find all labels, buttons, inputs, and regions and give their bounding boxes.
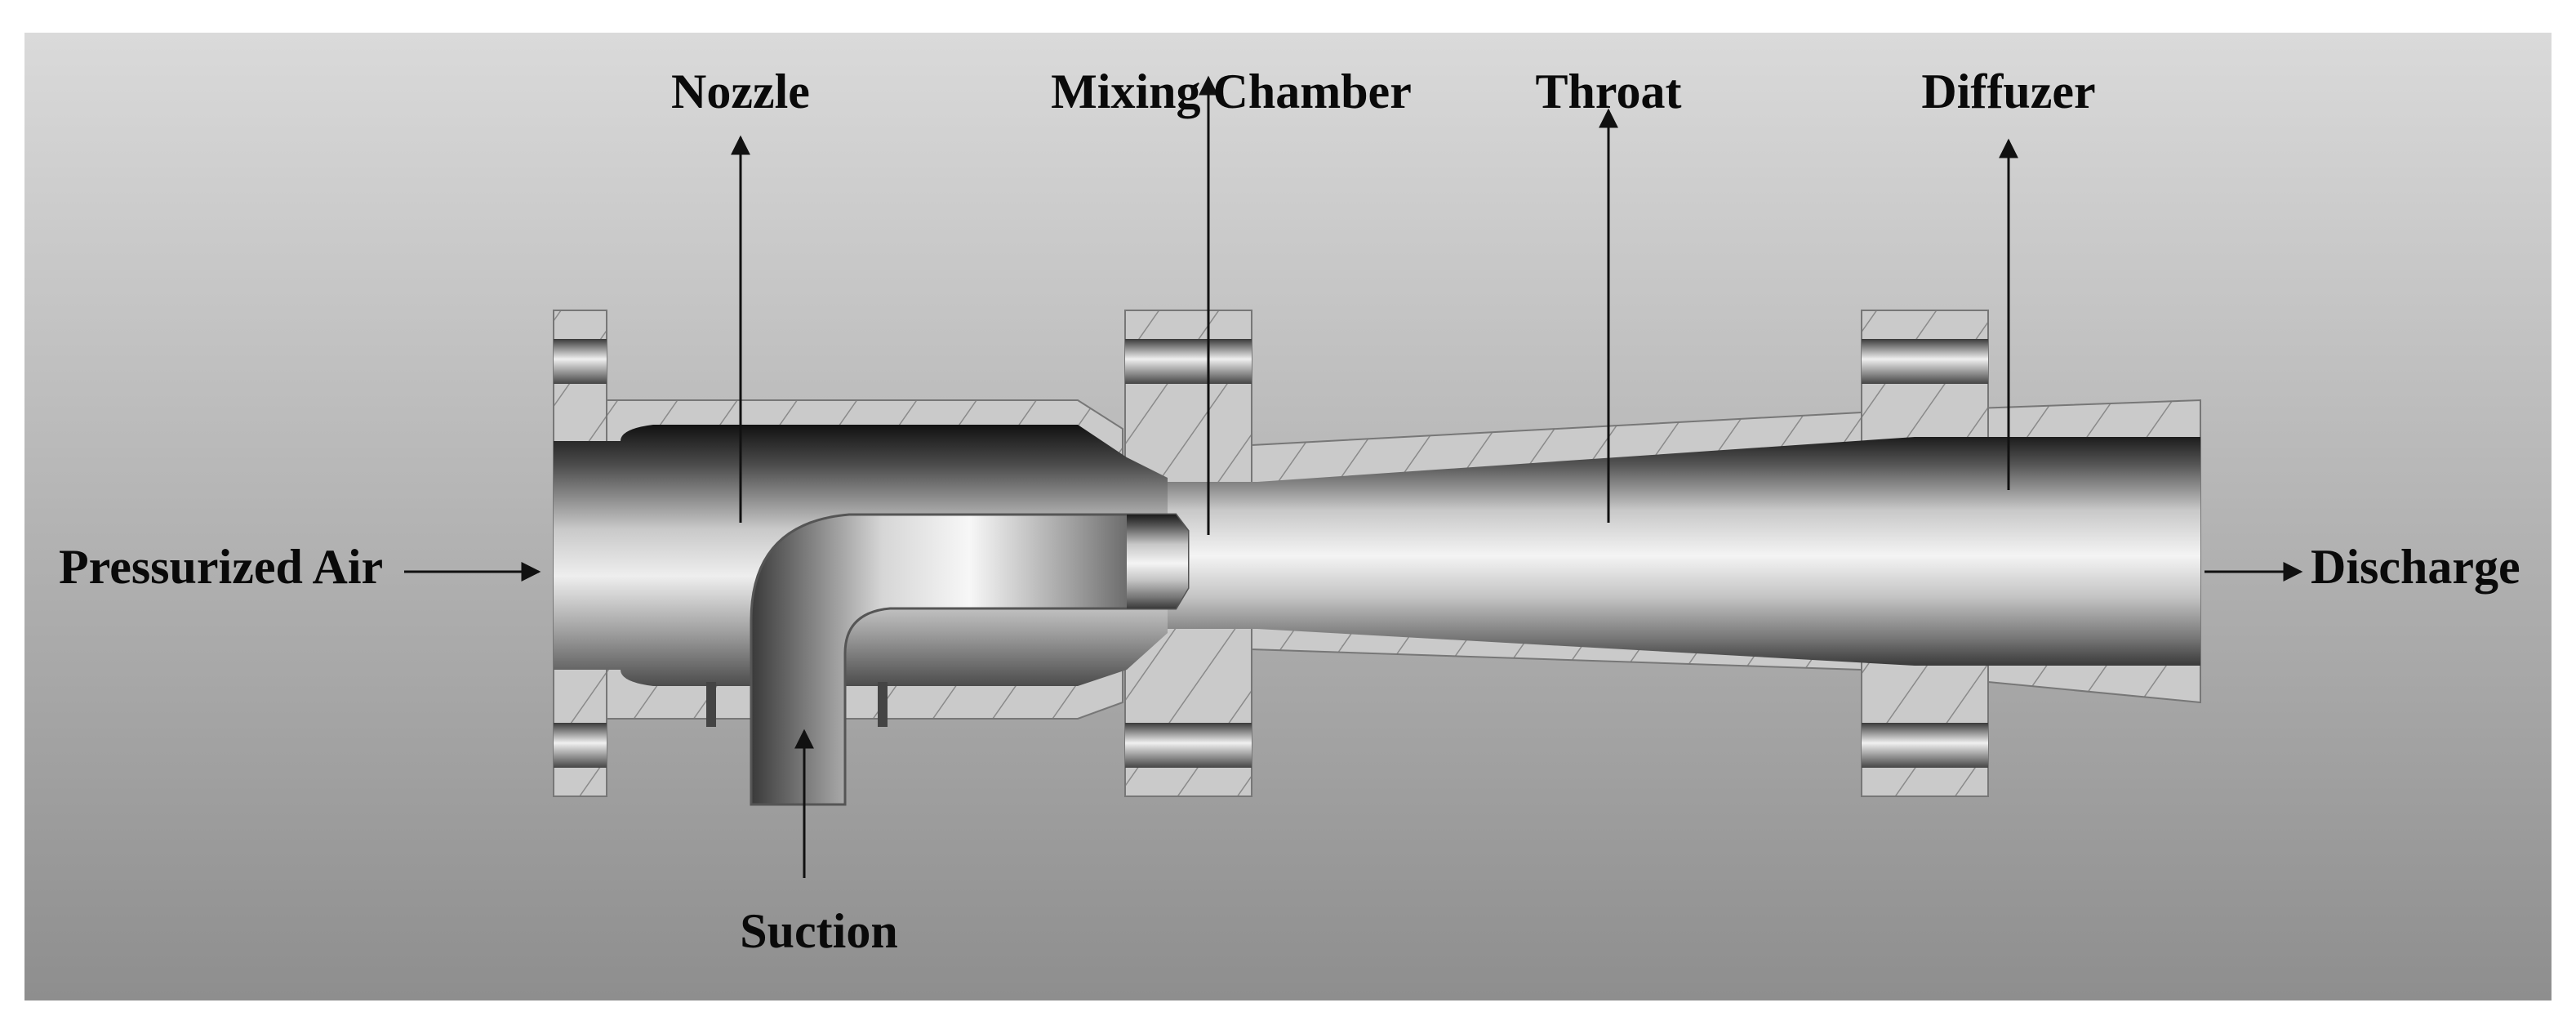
nozzle-tip [1127, 515, 1188, 608]
suction-label: Suction [740, 904, 897, 958]
suction-stud-left [706, 682, 716, 727]
right-flange-bolt-top [1862, 339, 1988, 384]
mid-flange-bolt-bottom [1125, 723, 1252, 768]
left-flange-bolt-bottom [554, 723, 607, 768]
discharge-label: Discharge [2311, 540, 2520, 594]
left-flange-bolt-top [554, 339, 607, 384]
pressurized-air-label: Pressurized Air [59, 540, 383, 594]
right-flange-bolt-bottom [1862, 723, 1988, 768]
suction-elbow-pipe [750, 513, 1190, 806]
nozzle-label: Nozzle [671, 65, 810, 118]
suction-stud-right [878, 682, 888, 727]
mid-flange-bolt-top [1125, 339, 1252, 384]
throat-label: Throat [1536, 65, 1682, 118]
mixing-chamber-label: Mixing Chamber [1051, 65, 1412, 118]
diffuser-outlet-face [1915, 437, 2200, 666]
diffuzer-label: Diffuzer [1921, 65, 2095, 118]
